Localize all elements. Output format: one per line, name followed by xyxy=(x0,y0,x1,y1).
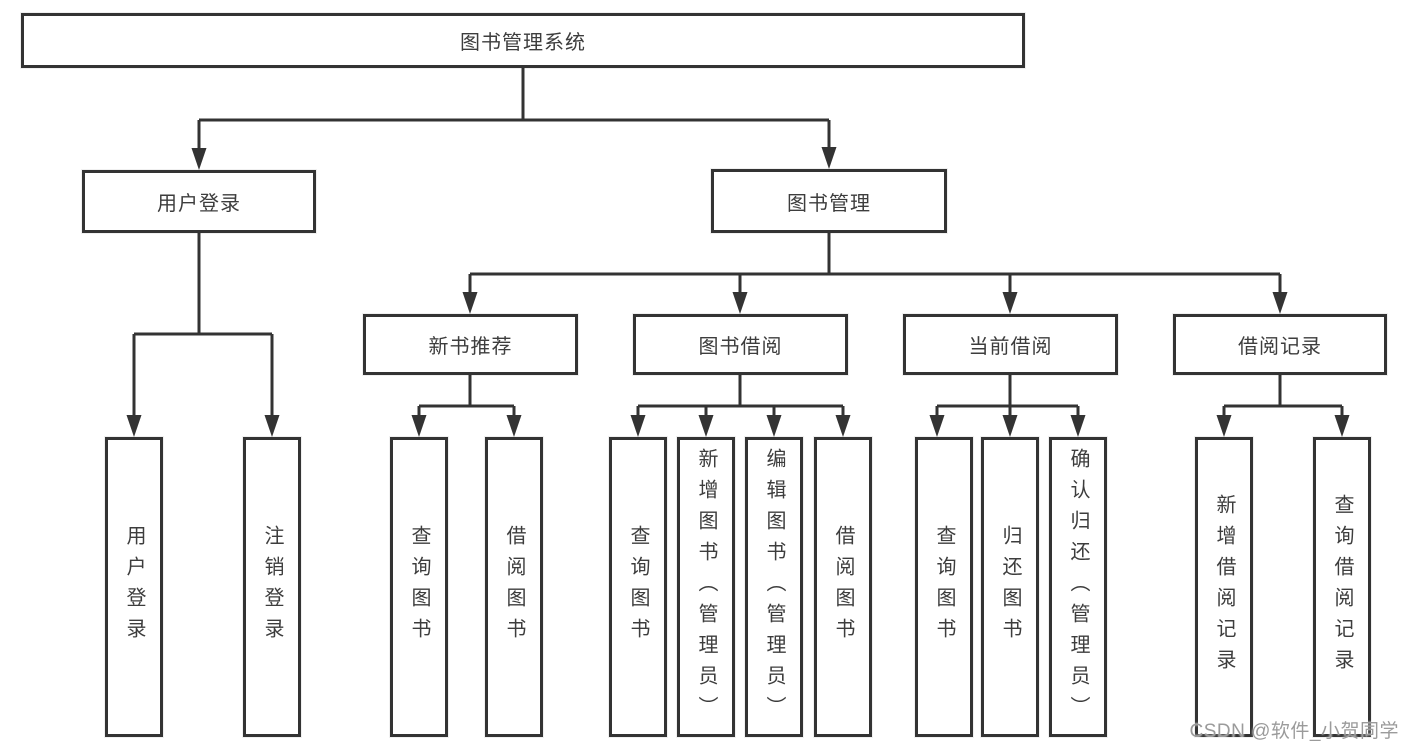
node-user-login-group: 用户登录 xyxy=(82,170,316,233)
arrowhead-icon xyxy=(1216,415,1232,437)
leaf-logout: 注销登录 xyxy=(243,437,301,737)
leaf-current-confirm-return-admin: 确认归还（管理员） xyxy=(1049,437,1107,737)
arrowhead-icon xyxy=(411,415,427,437)
tree-branch-lines xyxy=(134,68,1342,408)
leaf-user-login: 用户登录 xyxy=(105,437,163,737)
watermark: CSDN @软件_小贺同学 xyxy=(1189,721,1399,742)
arrowhead-icon xyxy=(1070,415,1086,437)
arrowhead-icon xyxy=(929,415,945,437)
node-book-management: 图书管理 xyxy=(711,169,947,233)
node-book-borrow: 图书借阅 xyxy=(633,314,848,375)
leaf-borrow-add-books-admin: 新增图书（管理员） xyxy=(677,437,735,737)
leaf-record-query-borrow-record: 查询借阅记录 xyxy=(1313,437,1371,737)
arrowhead-icon xyxy=(462,292,478,314)
arrowhead-icon xyxy=(698,415,714,437)
arrowhead-icon xyxy=(732,292,748,314)
node-borrow-record: 借阅记录 xyxy=(1173,314,1387,375)
arrowhead-icon xyxy=(126,415,142,437)
arrowhead-icon xyxy=(191,148,207,170)
arrowhead-icon xyxy=(1272,292,1288,314)
arrowhead-icon xyxy=(1002,292,1018,314)
arrowhead-icon xyxy=(821,147,837,169)
node-current-borrow: 当前借阅 xyxy=(903,314,1118,375)
leaf-record-add-borrow-record: 新增借阅记录 xyxy=(1195,437,1253,737)
arrowhead-icon xyxy=(1002,415,1018,437)
arrowhead-icon xyxy=(835,415,851,437)
leaf-borrow-borrow-books: 借阅图书 xyxy=(814,437,872,737)
leaf-newbook-borrow-books: 借阅图书 xyxy=(485,437,543,737)
arrowhead-icon xyxy=(506,415,522,437)
arrowhead-icon xyxy=(630,415,646,437)
arrowhead-icon xyxy=(1334,415,1350,437)
leaf-current-query-books: 查询图书 xyxy=(915,437,973,737)
node-root: 图书管理系统 xyxy=(21,13,1025,68)
arrowhead-icon xyxy=(264,415,280,437)
leaf-borrow-edit-books-admin: 编辑图书（管理员） xyxy=(745,437,803,737)
leaf-newbook-query-books: 查询图书 xyxy=(390,437,448,737)
leaf-borrow-query-books: 查询图书 xyxy=(609,437,667,737)
node-new-book-recommend: 新书推荐 xyxy=(363,314,578,375)
arrowhead-icon xyxy=(766,415,782,437)
leaf-current-return-books: 归还图书 xyxy=(981,437,1039,737)
